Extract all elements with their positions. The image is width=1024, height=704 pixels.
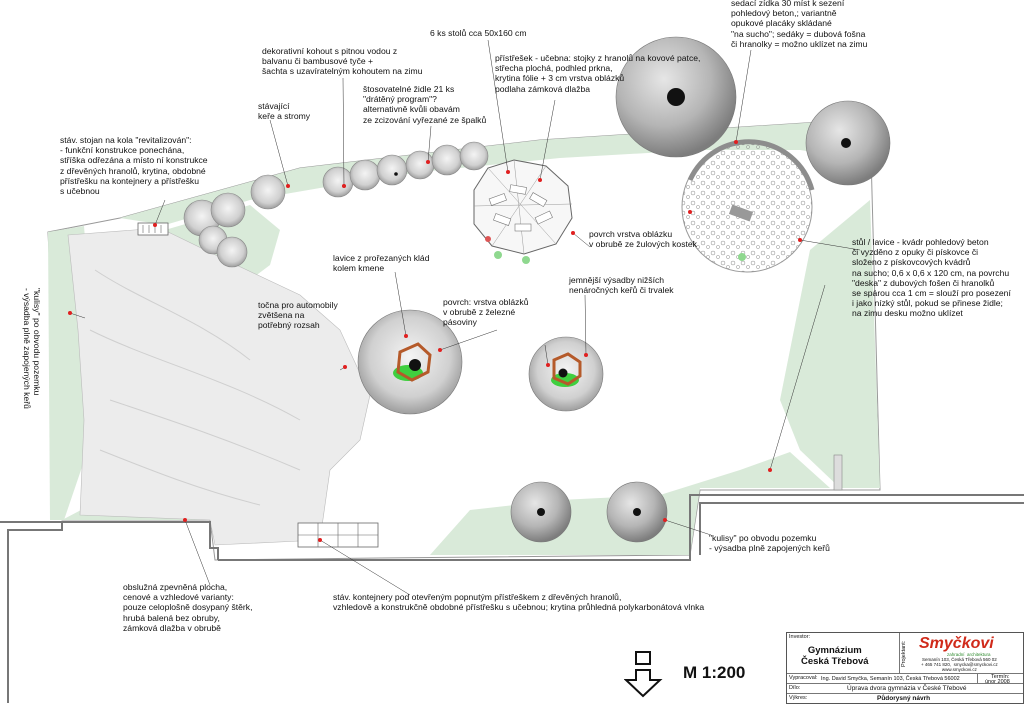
boundary-wall (0, 454, 1024, 703)
label-pebble-surface: povrch vrstva oblázku v obrubě ze žulový… (589, 229, 697, 250)
containers-shelter (297, 522, 379, 548)
large-trees (510, 36, 891, 543)
label-table-bench: stůl / lavice - kvádr pohledový beton či… (852, 237, 1011, 319)
small-trees (183, 141, 489, 268)
investor-label: Investor: (789, 634, 811, 640)
dilo-label: Dílo: (789, 685, 801, 691)
vypracoval-value: Ing. David Smyčka, Semanín 103, Česká Tř… (821, 676, 960, 682)
termin-value: únor 2008 (985, 679, 1010, 685)
vypracoval-label: Vypracoval: (789, 675, 818, 681)
label-pavilion: přístřešek - učebna: stojky z hranolů na… (495, 53, 701, 94)
company-logo: Smyčkovi (919, 635, 994, 652)
tree-bench-left (357, 309, 463, 415)
scale-label: M 1:200 (683, 663, 746, 682)
title-block: Investor: Gymnázium Česká Třebová Projek… (786, 632, 1024, 704)
company-address: Semanín 103, Česká Třebová 560 02 + 465 … (921, 657, 998, 672)
label-service-area: obslužná zpevněná plocha, cenové a vzhle… (123, 582, 253, 633)
company-logo-sub: zahradní architektura (947, 652, 991, 657)
label-iron-edge-surface: povrch: vrstva oblázků v obrubě z železn… (443, 297, 529, 328)
seating-circle (681, 139, 815, 273)
north-arrow-icon (624, 651, 663, 698)
label-screen-plantings-bottom: "kulisy" po obvodu pozemku - výsadba pln… (709, 533, 830, 554)
label-bike-stand: stáv. stojan na kola "revitalizován": - … (60, 135, 208, 197)
label-tables: 6 ks stolů cca 50x160 cm (430, 28, 527, 38)
label-log-bench: lavice z prořezaných klád kolem kmene (333, 253, 430, 274)
tree-bench-right (528, 336, 604, 412)
label-seating-wall: sedací zídka 30 míst k sezení pohledový … (731, 0, 868, 49)
vykres-label: Výkres: (789, 695, 808, 701)
classroom-pavilion (473, 159, 746, 264)
termin-label: Termín: (991, 674, 1010, 680)
investor-name: Gymnázium Česká Třebová (801, 645, 869, 667)
label-lower-plantings: jemnější výsadby nižších nenáročných keř… (569, 275, 674, 296)
dilo-value: Úprava dvora gymnázia v České Třebové (847, 685, 967, 692)
label-existing-shrubs: stávající keře a stromy (258, 101, 311, 122)
label-turnaround: točna pro automobily zvětšena na potřebn… (258, 300, 338, 331)
label-chairs: štosovatelné židle 21 ks "drátěný progra… (363, 84, 487, 125)
service-area (67, 227, 371, 546)
bike-stand (137, 222, 169, 236)
label-containers: stáv. kontejnery pod otevřeným popnutým … (333, 592, 705, 613)
leader-lines (69, 39, 861, 596)
label-screen-plantings-left: "kulisy" po obvodu pozemku - výsadba pln… (21, 288, 42, 409)
vykres-value: Půdorysný návrh (877, 695, 931, 702)
label-water-tap: dekorativní kohout s pitnou vodou z balv… (262, 46, 423, 77)
annotation-markers (68, 140, 802, 542)
projektant-label: Projektant: (901, 640, 907, 667)
